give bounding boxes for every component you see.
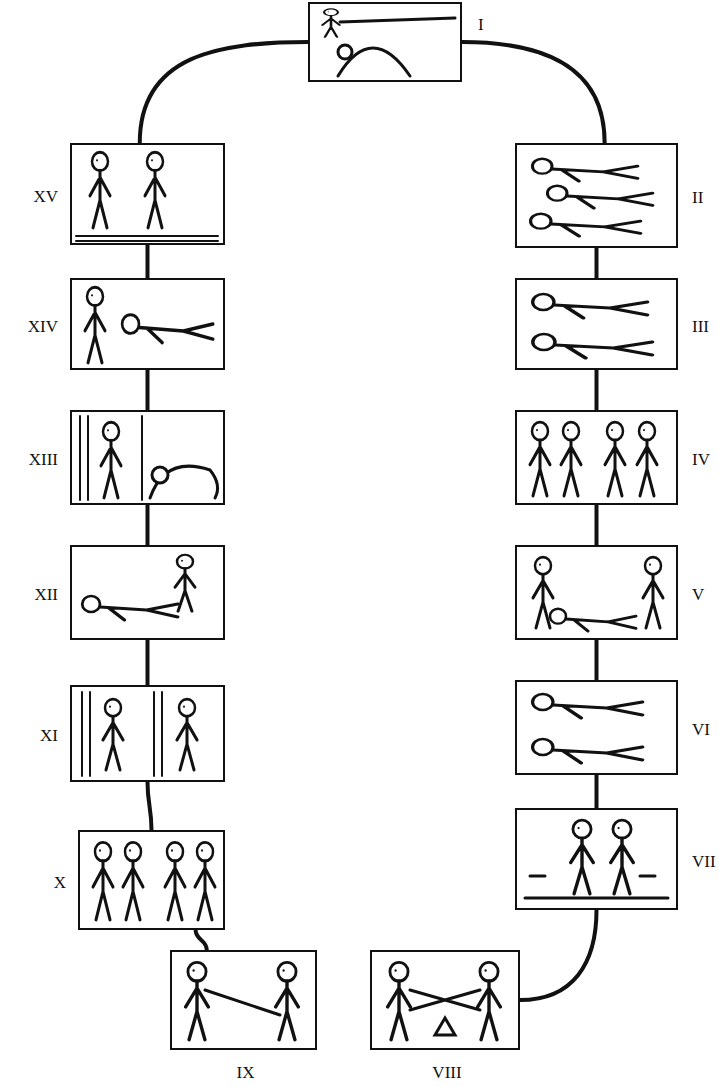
circuit-connector — [595, 775, 599, 808]
figure — [531, 214, 641, 236]
figure — [605, 422, 625, 496]
exercise-panel: XIII — [70, 410, 225, 505]
exercise-panel: XV — [70, 143, 225, 245]
figure — [643, 557, 663, 628]
figure — [123, 842, 143, 919]
station-number: I — [478, 16, 484, 33]
figure — [637, 422, 657, 496]
bench — [76, 236, 218, 241]
exercise-panel: X — [78, 830, 225, 930]
figure — [122, 315, 213, 343]
station-number: XI — [40, 727, 58, 744]
figure — [177, 699, 197, 770]
wall-bars — [82, 692, 162, 776]
station-number: XIV — [28, 318, 58, 335]
figure — [532, 159, 637, 181]
figure — [276, 962, 299, 1039]
station-number: III — [692, 318, 709, 335]
figure — [571, 820, 594, 894]
circuit-connector — [146, 640, 150, 685]
circuit-connector — [462, 42, 605, 143]
exercise-panel: I — [308, 2, 462, 82]
figure — [530, 422, 550, 496]
station-number: VI — [692, 721, 710, 738]
circuit-connector — [595, 248, 599, 278]
figure — [101, 422, 121, 497]
exercise-panel: IV — [515, 410, 678, 505]
rope — [525, 876, 668, 898]
stick — [205, 990, 280, 1015]
circuit-connector — [140, 42, 308, 143]
station-number: V — [692, 586, 704, 603]
figure — [186, 962, 209, 1039]
station-number: VII — [692, 853, 716, 870]
figure — [322, 9, 339, 37]
equipment — [410, 990, 480, 1035]
figure — [195, 842, 215, 919]
station-number: XIII — [29, 451, 58, 468]
circuit-connector — [146, 370, 150, 410]
figure-line — [340, 18, 455, 22]
exercise-panel: VII — [515, 808, 678, 910]
figure-arch — [150, 466, 218, 498]
figure — [533, 294, 648, 318]
figure-head — [338, 45, 352, 59]
circuit-connector — [196, 930, 207, 950]
exercise-panel: VIII — [370, 950, 520, 1050]
circuit-connector — [148, 782, 152, 830]
circuit-connector — [146, 245, 150, 278]
figure — [93, 842, 113, 919]
figure-head — [152, 467, 168, 483]
figure — [533, 739, 643, 763]
figure — [388, 962, 411, 1039]
exercise-panel: II — [515, 143, 678, 248]
station-number: IX — [237, 1064, 255, 1081]
figure — [533, 694, 643, 718]
figure — [103, 699, 123, 770]
figure — [145, 152, 165, 227]
figure — [533, 334, 652, 358]
figure — [550, 609, 636, 631]
exercise-panel: XI — [70, 685, 225, 782]
circuit-connector — [595, 640, 599, 680]
figure — [561, 422, 581, 496]
exercise-panel: III — [515, 278, 678, 370]
exercise-panel: XII — [70, 545, 225, 640]
wall-bars — [80, 416, 142, 500]
station-number: XV — [33, 188, 58, 205]
exercise-panel: VI — [515, 680, 678, 775]
station-number: VIII — [432, 1064, 461, 1081]
figure — [547, 186, 652, 208]
figure — [611, 820, 634, 894]
exercise-panel: V — [515, 545, 678, 640]
figure — [85, 287, 105, 362]
circuit-connector — [595, 370, 599, 410]
station-number: X — [54, 874, 66, 891]
figure — [165, 842, 185, 919]
circuit-connector — [146, 505, 150, 545]
figure — [90, 152, 110, 227]
station-number: XII — [34, 586, 58, 603]
figure — [82, 596, 178, 620]
circuit-connector — [520, 910, 597, 1000]
exercise-panel: IX — [170, 950, 317, 1050]
station-number: IV — [692, 451, 710, 468]
figure — [478, 962, 501, 1039]
figure — [175, 555, 195, 612]
circuit-connector — [595, 505, 599, 545]
exercise-panel: XIV — [70, 278, 225, 370]
station-number: II — [692, 189, 703, 206]
